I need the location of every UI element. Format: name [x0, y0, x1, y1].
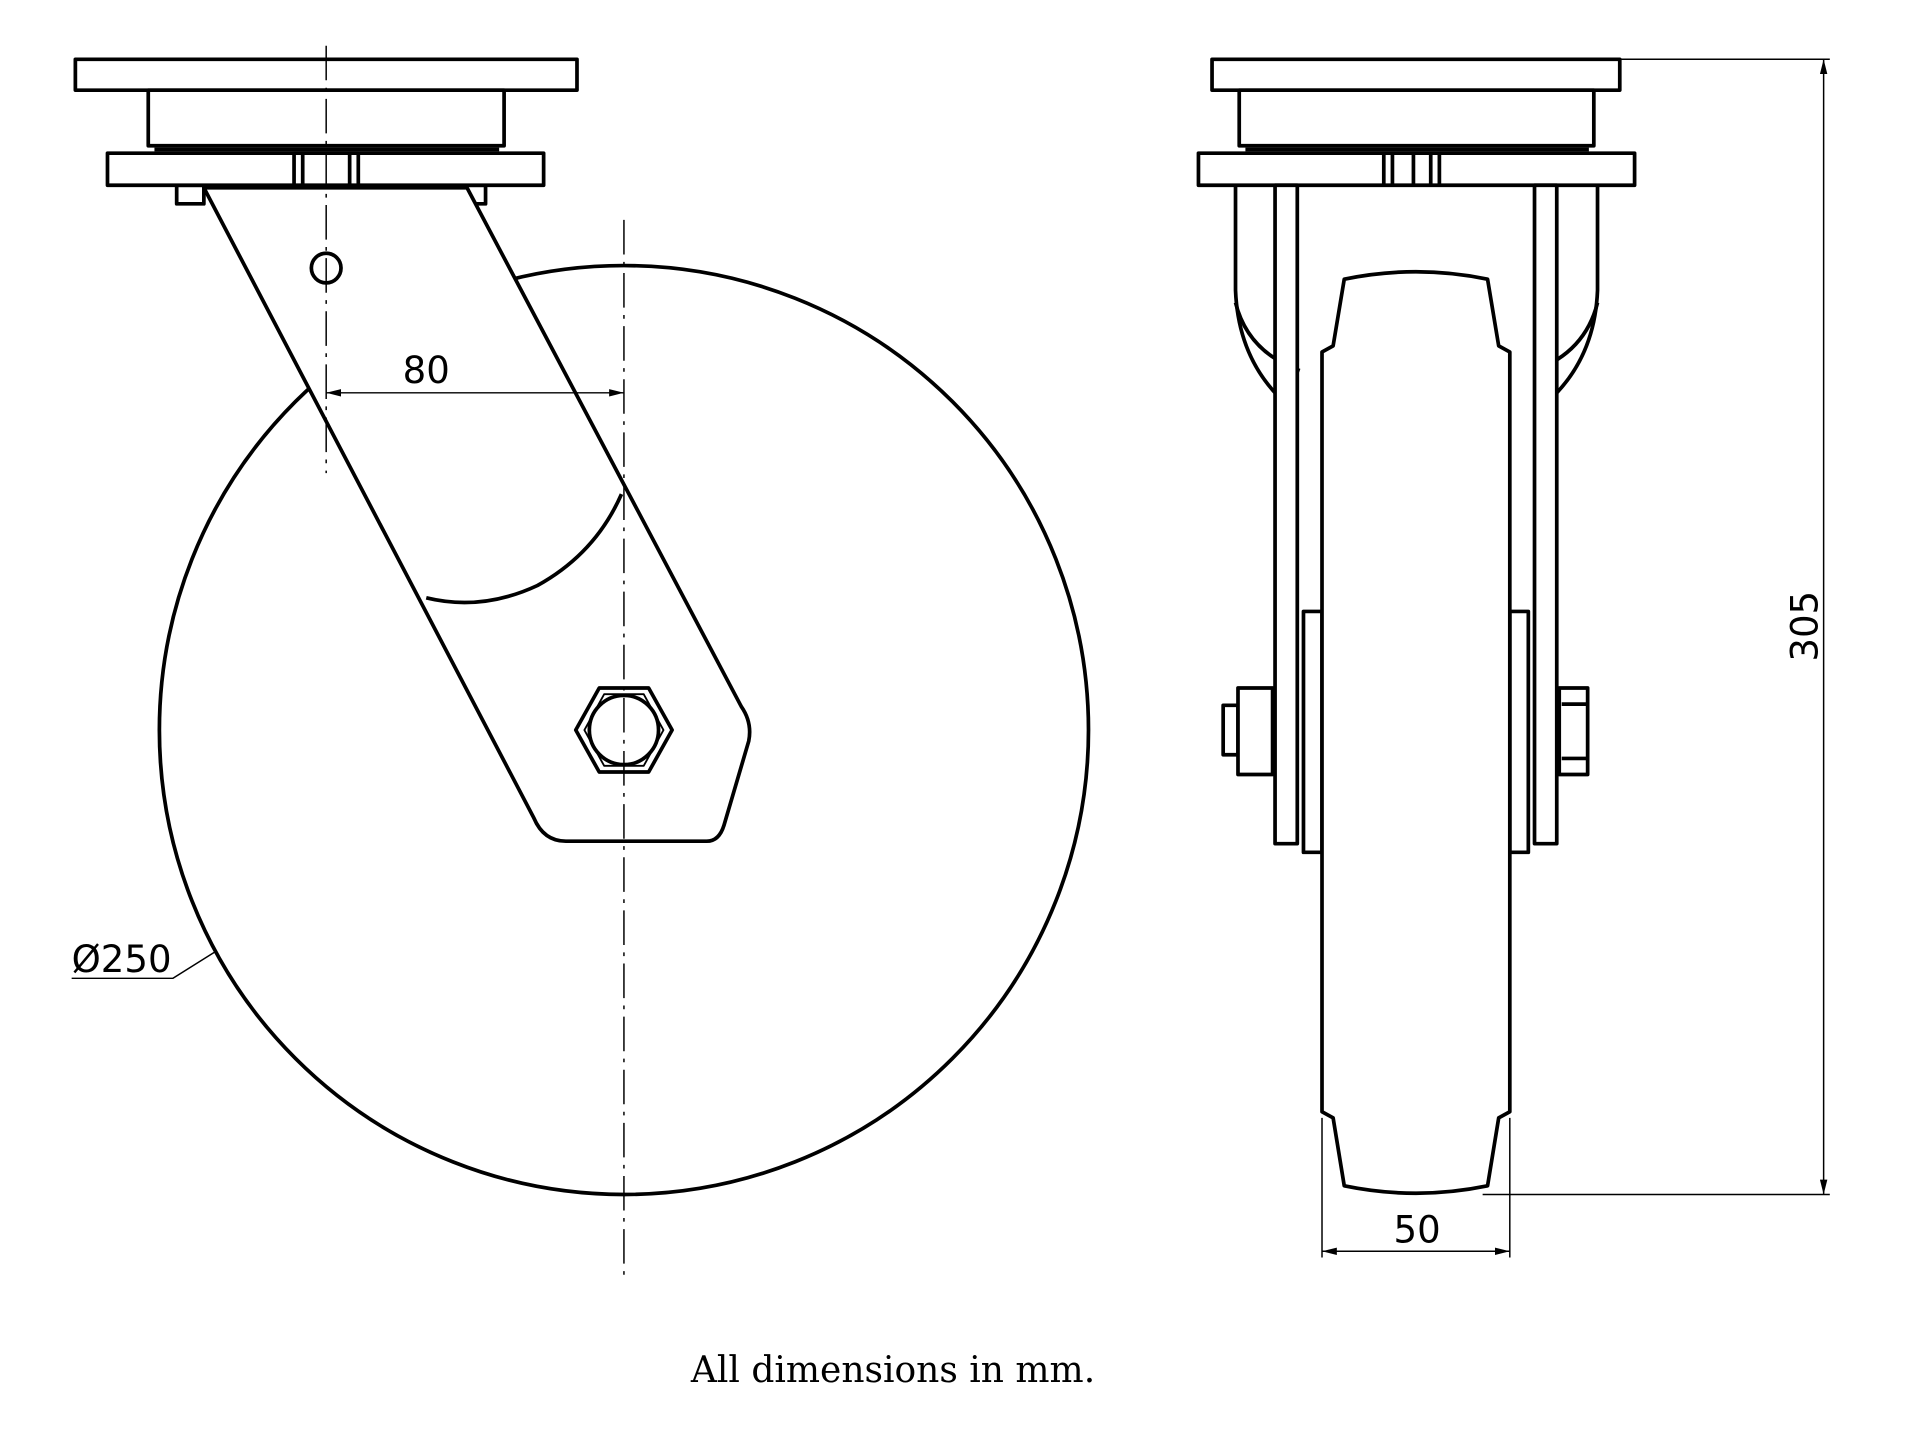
hub-right [1507, 609, 1531, 855]
top-plate-front [1210, 57, 1622, 93]
width-dimension-label: 50 [1394, 1209, 1441, 1252]
tire-outline [1320, 269, 1512, 1196]
fork-leg-right [1555, 185, 1600, 395]
lower-plate-front [1196, 151, 1637, 188]
bolt-head [1221, 703, 1240, 757]
diameter-dimension-label: Ø250 [72, 938, 172, 981]
bolt-nut-left [1236, 686, 1275, 777]
height-dimension-label: 305 [1783, 591, 1826, 662]
hub-left [1301, 609, 1324, 855]
diameter-leader [71, 950, 217, 980]
side-view: 80 Ø250 [71, 45, 1091, 1275]
fork-arm [202, 185, 752, 844]
swivel-housing-front [1237, 88, 1596, 148]
fork-leg-left [1233, 185, 1277, 395]
bolt-nut-right [1557, 686, 1590, 777]
front-view: 305 50 [1196, 57, 1830, 1258]
offset-dimension-label: 80 [403, 349, 450, 392]
hub-arc [425, 493, 624, 605]
tabs-left [174, 183, 206, 206]
units-caption: All dimensions in mm. [690, 1350, 1096, 1391]
